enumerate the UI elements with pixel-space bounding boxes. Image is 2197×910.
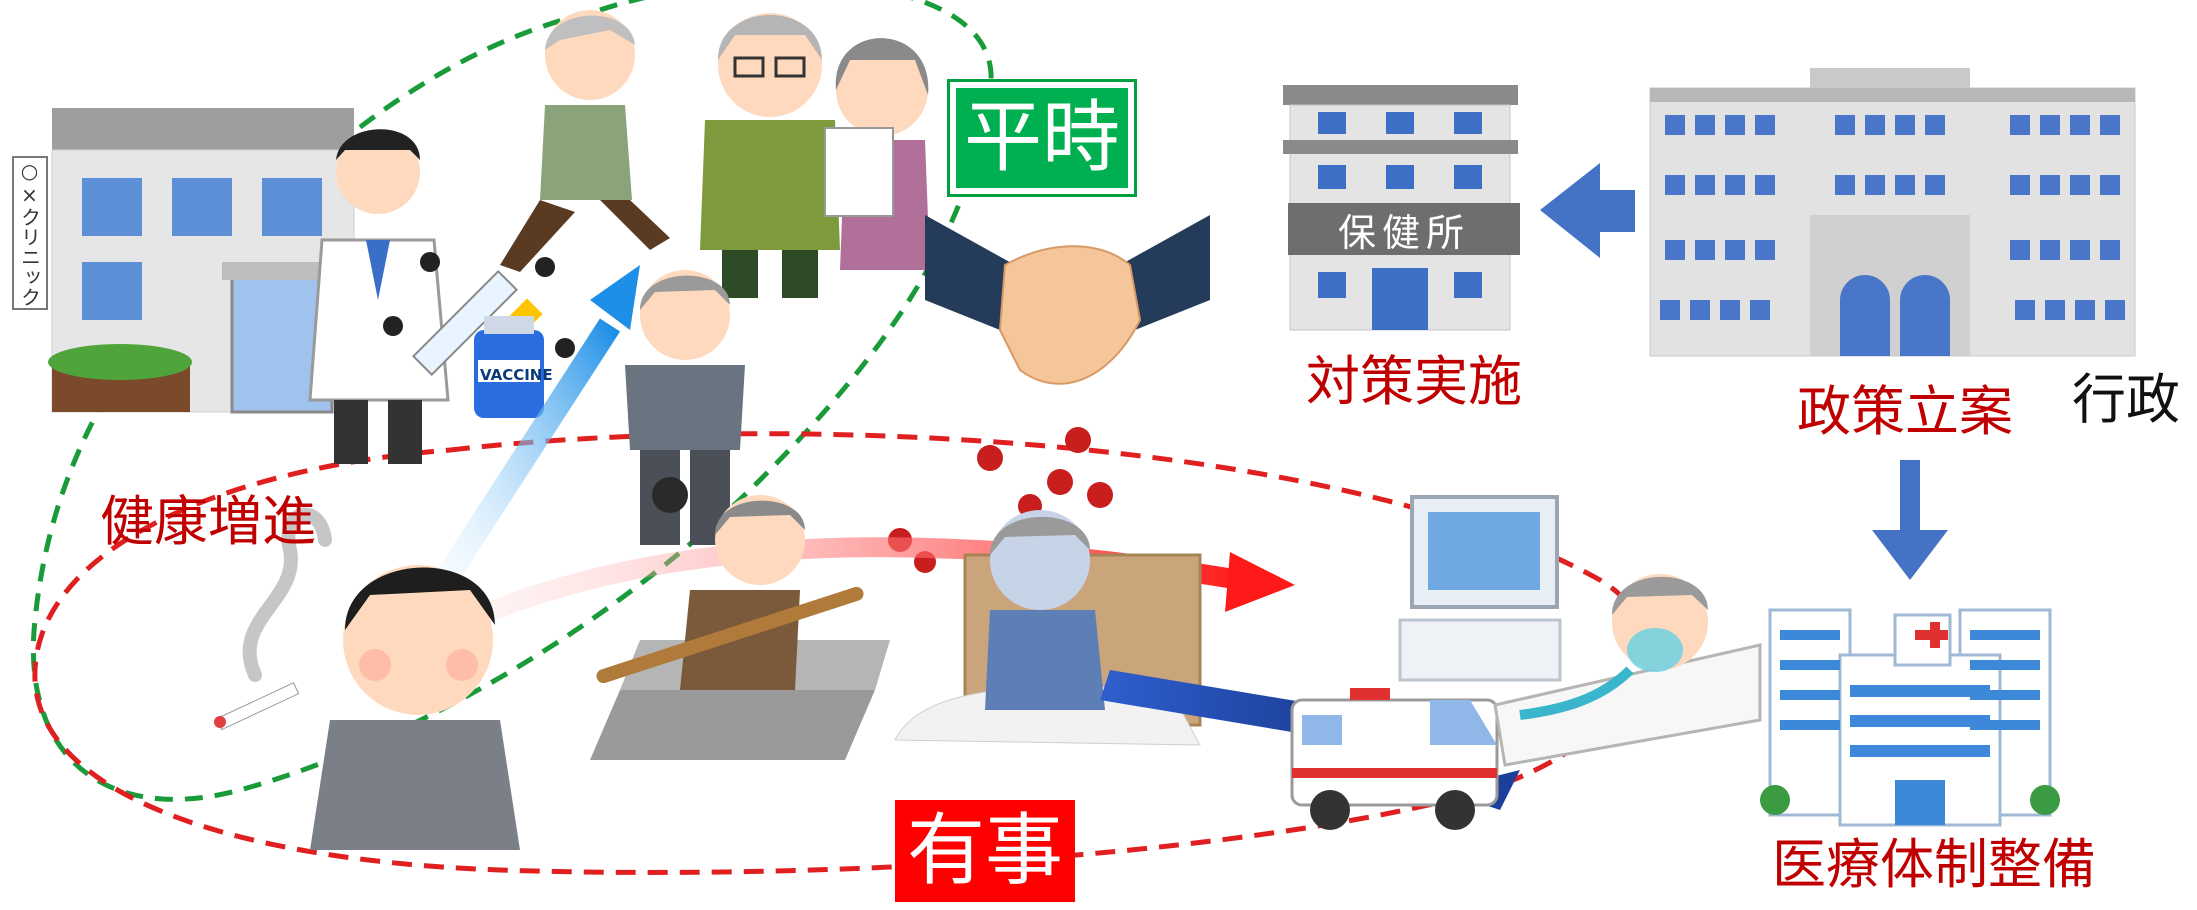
emergency-loop [32, 431, 1647, 875]
health-center-sign: 保健所 [1288, 203, 1520, 255]
vaccine-label: VACCINE [480, 366, 553, 384]
elderly-couple [700, 13, 930, 298]
clinic-sign: ○×クリニック [12, 156, 48, 310]
left-arrow-to-health-center [1540, 163, 1635, 258]
health-improvement-arrow [434, 265, 640, 587]
policy-planning-label: 政策立案 [1797, 380, 2013, 443]
medical-system-development-label: 医療体制整備 [1772, 833, 2096, 896]
walking-man-with-dumbbell [625, 270, 745, 545]
vaccine-syringe [411, 269, 544, 418]
normal-times-label: 平時 [947, 79, 1137, 197]
hospital-building [1760, 608, 2060, 827]
countermeasure-implementation-label: 対策実施 [1306, 350, 1522, 413]
icu-bed-patient [1398, 495, 1762, 767]
ambulance [1290, 688, 1499, 830]
administration-label: 行政 [2072, 368, 2180, 431]
smoking-man [214, 507, 520, 850]
down-arrow-to-hospital [1872, 460, 1948, 580]
exercising-elderly-man [500, 10, 670, 272]
doctor-figure [308, 129, 450, 464]
normal-times-loop [31, 0, 994, 802]
virus-particles [383, 252, 575, 358]
handshake [925, 215, 1210, 385]
elderly-man-on-stairs [590, 495, 890, 760]
health-promotion-label: 健康増進 [100, 490, 316, 553]
clinic-building [48, 108, 355, 414]
government-building [1649, 68, 2136, 357]
emergency-label: 有事 [895, 800, 1075, 902]
